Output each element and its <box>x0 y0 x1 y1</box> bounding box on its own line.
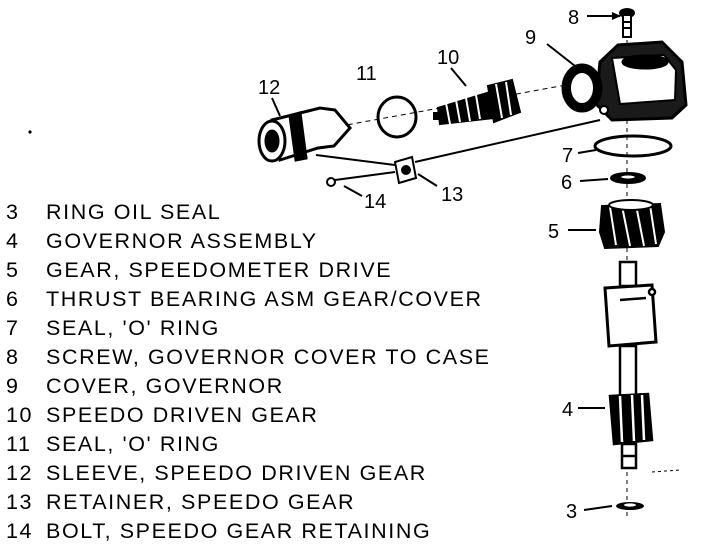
leader-7 <box>577 149 597 154</box>
callout-4: 4 <box>562 399 573 421</box>
arrow-8 <box>612 12 621 20</box>
callout-3: 3 <box>566 501 577 523</box>
callout-10: 10 <box>437 47 459 69</box>
detail-line <box>651 469 681 473</box>
part-3-ring-center <box>624 503 636 507</box>
callout-5: 5 <box>548 221 559 243</box>
callout-9: 9 <box>525 27 536 49</box>
part-8-screw <box>619 8 635 38</box>
part-11-o-ring <box>376 95 418 139</box>
part-9-governor-cover <box>561 40 688 122</box>
leader-13 <box>417 173 438 187</box>
callout-12: 12 <box>258 77 280 99</box>
callout-13: 13 <box>441 184 463 206</box>
assembly-line <box>315 154 396 166</box>
leader-10 <box>450 67 467 87</box>
callout-7: 7 <box>562 145 573 167</box>
leader-6 <box>579 178 609 182</box>
leader-12 <box>271 97 281 117</box>
part-14-bolt <box>326 171 396 187</box>
part-7-o-ring <box>593 134 673 158</box>
part-10-driven-gear <box>433 78 522 126</box>
callout-14: 14 <box>364 191 386 213</box>
part-13-retainer <box>393 155 418 185</box>
assembly-line-2 <box>414 119 601 163</box>
part-5-drive-gear <box>598 199 666 250</box>
callout-8: 8 <box>568 7 579 29</box>
leader-14 <box>343 185 363 197</box>
callout-6: 6 <box>561 172 572 194</box>
leader-9 <box>546 43 576 67</box>
stray-dot <box>28 130 32 134</box>
leader-3 <box>583 505 613 511</box>
part-4-governor-assembly <box>603 260 658 470</box>
callout-11: 11 <box>356 63 377 85</box>
part-12-sleeve <box>257 106 352 163</box>
part-6-thrust-bearing <box>610 172 646 184</box>
